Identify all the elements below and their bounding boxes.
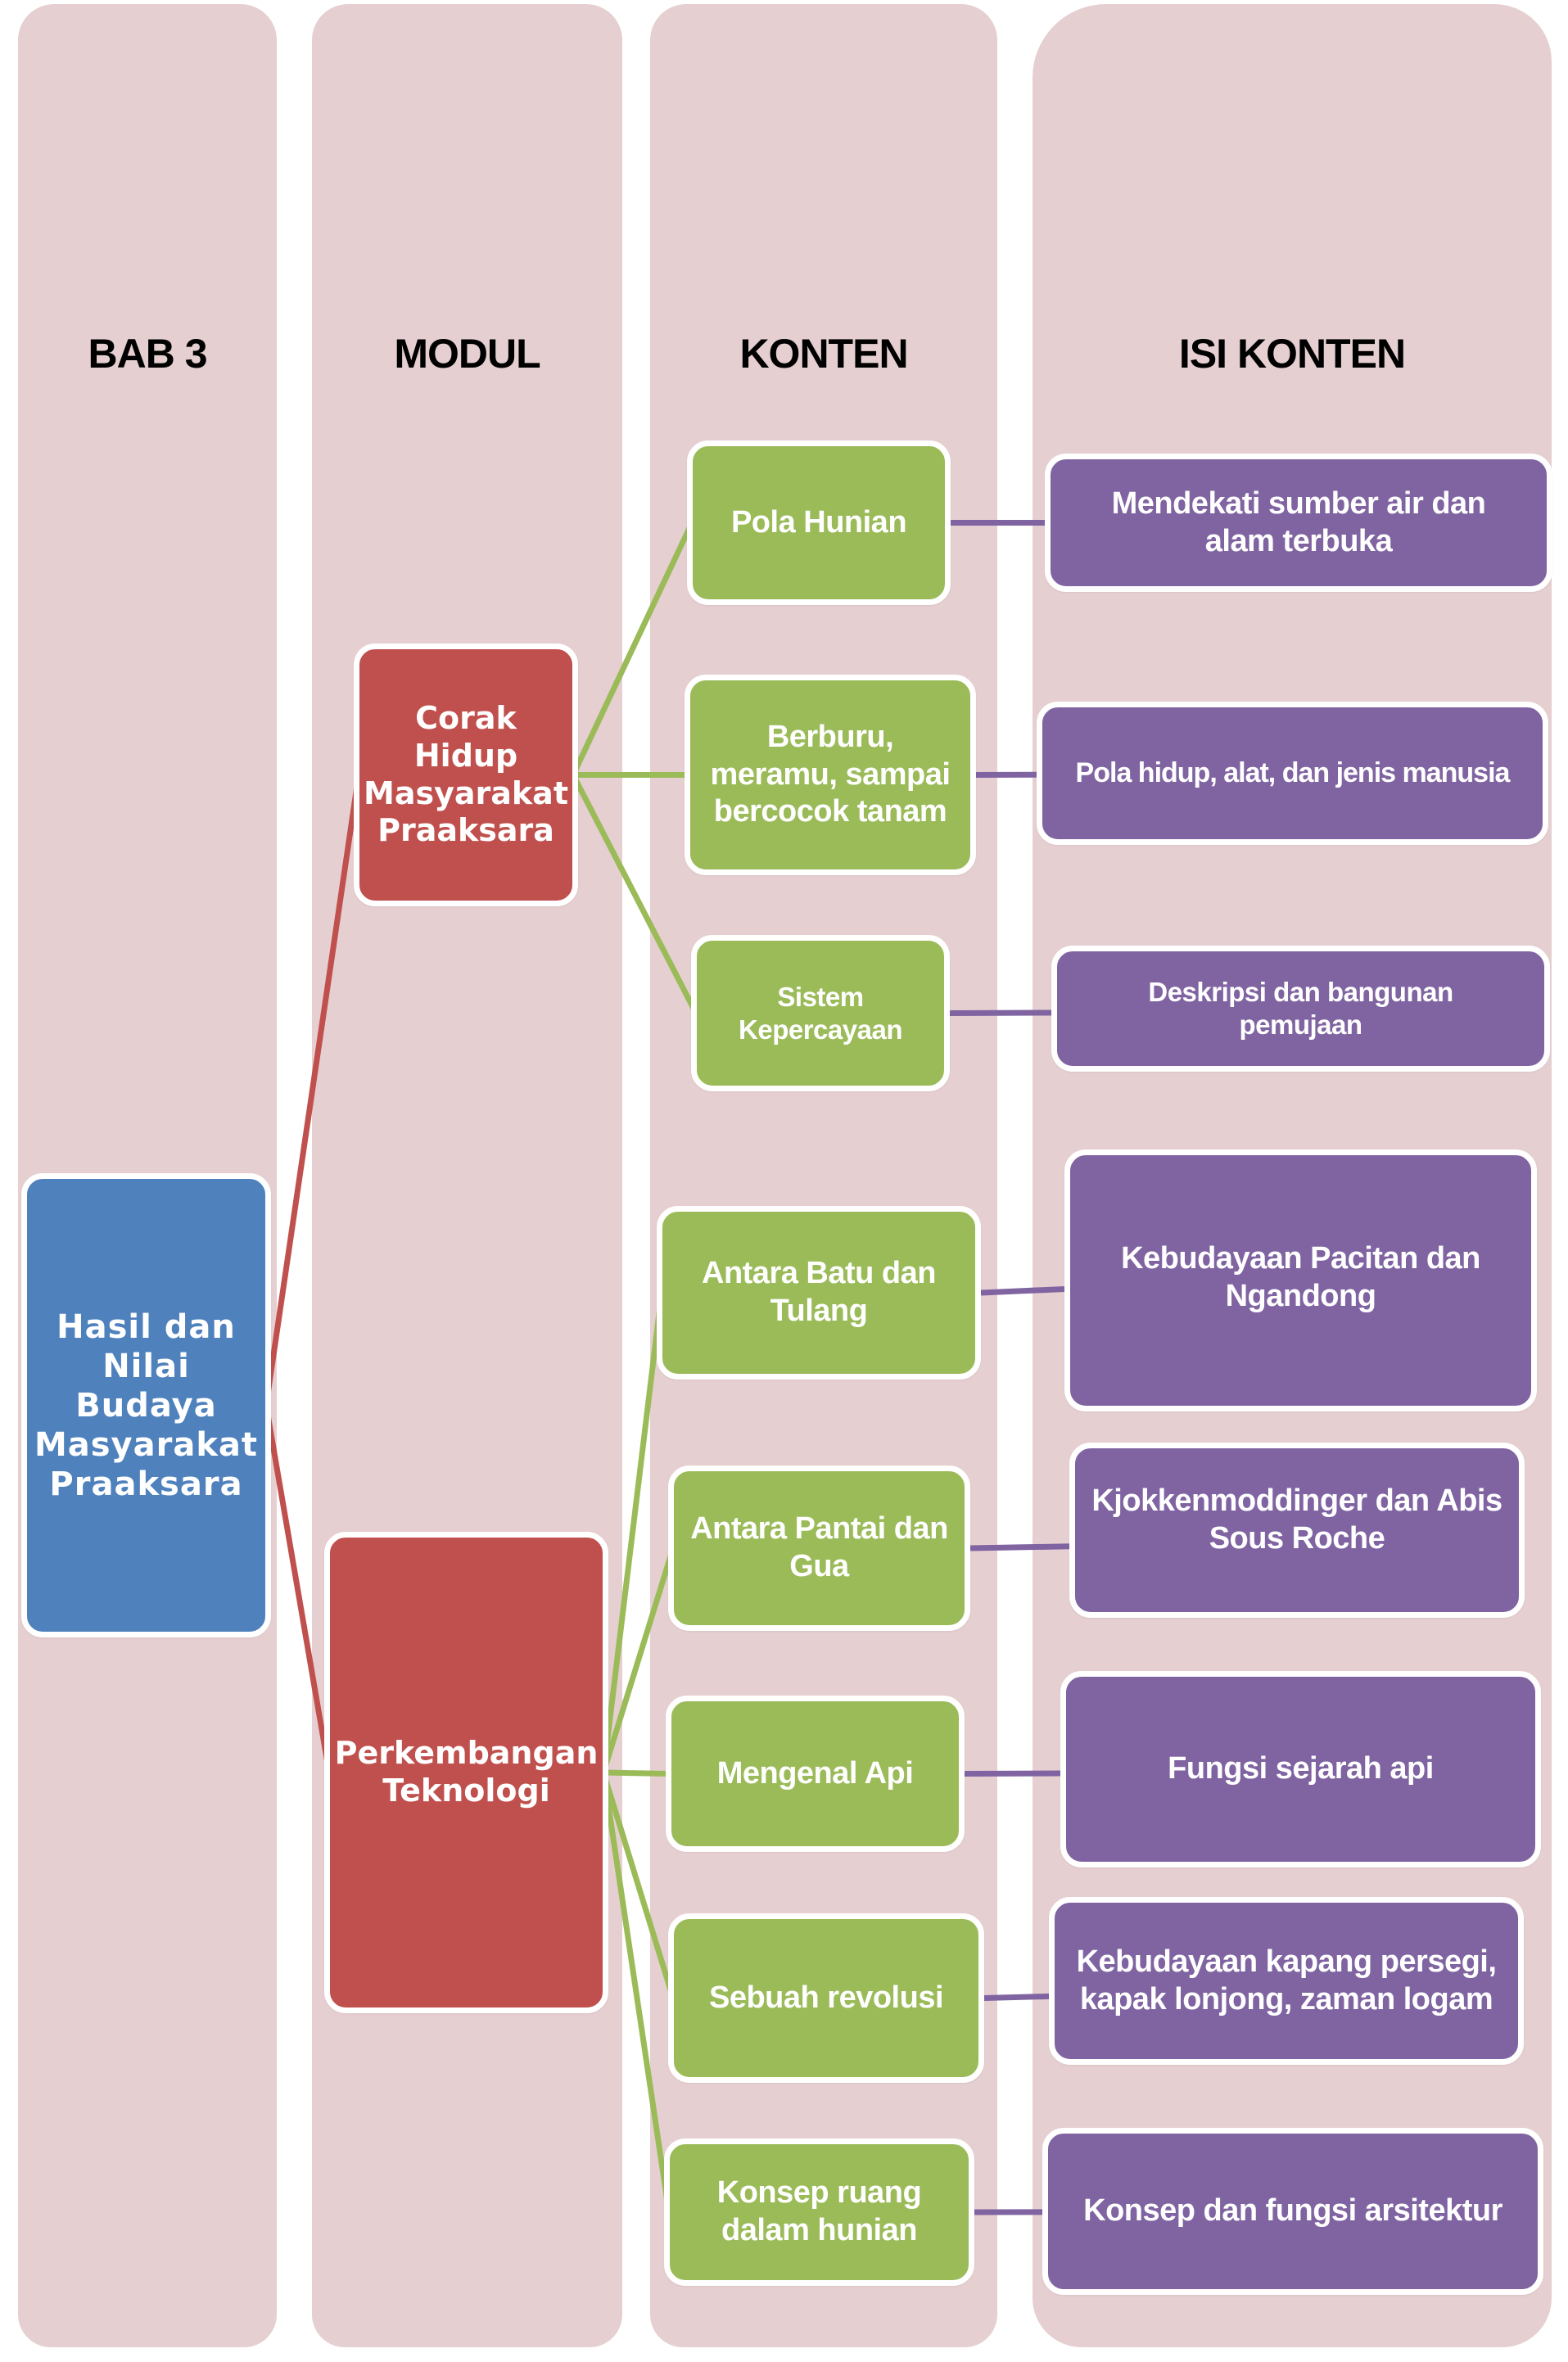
content-label: Pola Hunian: [730, 504, 907, 540]
detail-node-bangunan-pemujaan[interactable]: Deskripsi dan bangunan pemujaan: [1051, 946, 1550, 1072]
detail-label: Konsep dan fungsi arsitektur: [1083, 2193, 1502, 2229]
detail-label: Kjokkenmoddinger dan Abis Sous Roche: [1091, 1484, 1502, 1556]
detail-label: Kebudayaan Pacitan dan Ngandong: [1121, 1241, 1480, 1313]
content-label: Sebuah revolusi: [708, 1980, 944, 2015]
content-node-antara-batu-dan-tulang[interactable]: Antara Batu dan Tulang: [657, 1206, 981, 1380]
module-label: Perkembangan Teknologi: [334, 1735, 599, 1809]
detail-node-kjokkenmoddinger[interactable]: Kjokkenmoddinger dan Abis Sous Roche: [1069, 1443, 1525, 1618]
content-label: Antara Batu dan Tulang: [702, 1256, 936, 1328]
content-node-pola-hunian[interactable]: Pola Hunian: [687, 440, 951, 605]
content-node-mengenal-api[interactable]: Mengenal Api: [666, 1696, 965, 1852]
content-label: Konsep ruang dalam hunian: [716, 2175, 922, 2247]
content-node-berburu[interactable]: Berburu, meramu, sampai bercocok tanam: [685, 675, 976, 875]
detail-label: Fungsi sejarah api: [1168, 1751, 1434, 1786]
module-node-corak-hidup[interactable]: Corak Hidup Masyarakat Praaksara: [354, 644, 578, 906]
column-header-isi-konten: ISI KONTEN: [1178, 331, 1406, 377]
detail-node-kapak-logam[interactable]: Kebudayaan kapang persegi, kapak lonjong…: [1049, 1897, 1524, 2065]
detail-node-pola-hidup[interactable]: Pola hidup, alat, dan jenis manusia: [1037, 702, 1548, 845]
column-header-bab: BAB 3: [88, 331, 207, 377]
root-node[interactable]: Hasil dan Nilai Budaya Masyarakat Praaks…: [21, 1173, 271, 1637]
detail-label: Kebudayaan kapang persegi, kapak lonjong…: [1076, 1944, 1497, 2017]
module-label: Corak Hidup Masyarakat Praaksara: [364, 700, 568, 849]
content-label: Mengenal Api: [716, 1755, 914, 1791]
detail-label: Mendekati sumber air dan alam terbuka: [1111, 485, 1486, 558]
module-node-perkembangan-teknologi[interactable]: Perkembangan Teknologi: [324, 1532, 608, 2013]
column-header-konten: KONTEN: [739, 331, 908, 377]
content-node-sebuah-revolusi[interactable]: Sebuah revolusi: [668, 1913, 984, 2083]
detail-label: Pola hidup, alat, dan jenis manusia: [1075, 757, 1511, 789]
detail-node-fungsi-api[interactable]: Fungsi sejarah api: [1060, 1671, 1541, 1867]
column-header-modul: MODUL: [394, 331, 540, 377]
content-label: Berburu, meramu, sampai bercocok tanam: [710, 720, 951, 829]
content-node-sistem-kepercayaan[interactable]: Sistem Kepercayaan: [691, 935, 950, 1091]
detail-node-arsitektur[interactable]: Konsep dan fungsi arsitektur: [1042, 2128, 1543, 2295]
content-label: Antara Pantai dan Gua: [690, 1511, 948, 1583]
content-label: Sistem Kepercayaan: [739, 981, 902, 1045]
detail-label: Deskripsi dan bangunan pemujaan: [1148, 977, 1453, 1040]
content-node-antara-pantai-dan-gua[interactable]: Antara Pantai dan Gua: [668, 1466, 970, 1631]
detail-node-pacitan-ngandong[interactable]: Kebudayaan Pacitan dan Ngandong: [1064, 1149, 1537, 1411]
detail-node-sumber-air[interactable]: Mendekati sumber air dan alam terbuka: [1045, 454, 1552, 592]
content-node-konsep-ruang[interactable]: Konsep ruang dalam hunian: [664, 2138, 974, 2286]
root-node-label: Hasil dan Nilai Budaya Masyarakat Praaks…: [34, 1307, 259, 1503]
